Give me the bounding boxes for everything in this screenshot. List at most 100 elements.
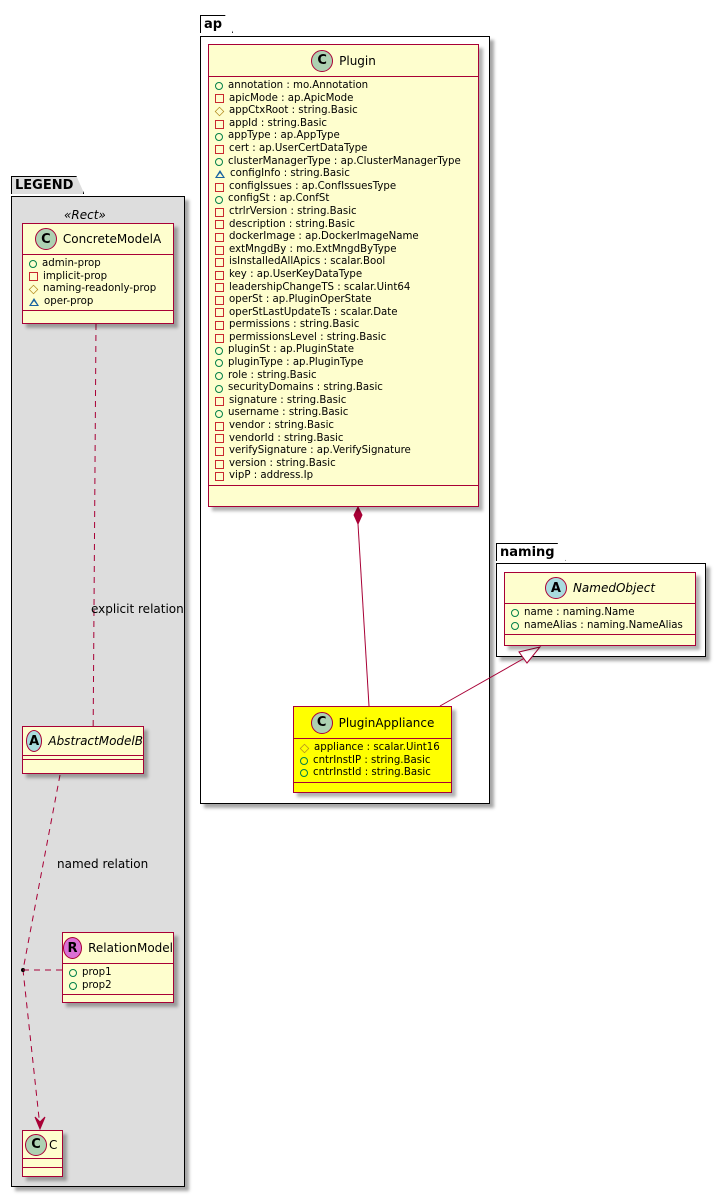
attribute-row: oper-prop bbox=[29, 296, 173, 309]
private-visibility-icon bbox=[215, 207, 224, 217]
class-c[interactable]: C C bbox=[22, 1130, 63, 1177]
attribute-row: configIssues : ap.ConfIssuesType bbox=[215, 181, 478, 194]
private-visibility-icon bbox=[29, 272, 38, 282]
attribute-list: annotation : mo.Annotation apicMode : ap.… bbox=[209, 77, 478, 486]
public-visibility-icon bbox=[215, 359, 223, 368]
attribute-row: clusterManagerType : ap.ClusterManagerTy… bbox=[215, 156, 478, 169]
attribute-text: oper-prop bbox=[44, 295, 94, 307]
private-visibility-icon bbox=[215, 459, 224, 469]
attribute-list bbox=[23, 1159, 62, 1168]
protected-visibility-icon bbox=[214, 106, 225, 117]
private-visibility-icon bbox=[215, 283, 224, 293]
private-visibility-icon bbox=[215, 258, 224, 268]
attribute-row: operSt : ap.PluginOperState bbox=[215, 294, 478, 307]
attribute-text: appliance : scalar.Uint16 bbox=[314, 742, 440, 753]
private-visibility-icon bbox=[215, 396, 224, 406]
attribute-row: annotation : mo.Annotation bbox=[215, 80, 478, 93]
public-visibility-icon bbox=[215, 371, 223, 380]
class-abstract-model-b[interactable]: A AbstractModelB bbox=[22, 726, 144, 774]
public-visibility-icon bbox=[300, 769, 308, 778]
attribute-text: vendor : string.Basic bbox=[229, 420, 335, 432]
attribute-text: version : string.Basic bbox=[229, 457, 336, 469]
class-name: NamedObject bbox=[572, 581, 656, 595]
attribute-text: isInstalledAllApics : scalar.Bool bbox=[229, 256, 386, 268]
public-visibility-icon bbox=[215, 409, 223, 418]
attribute-row: prop2 bbox=[69, 980, 173, 993]
private-visibility-icon bbox=[215, 232, 224, 242]
private-visibility-icon bbox=[215, 94, 224, 104]
attribute-text: vipP : address.Ip bbox=[229, 470, 314, 482]
attribute-row: naming-readonly-prop bbox=[28, 283, 173, 296]
attribute-text: pluginType : ap.PluginType bbox=[228, 357, 364, 369]
public-visibility-icon bbox=[215, 132, 223, 141]
package-visibility-icon bbox=[29, 298, 39, 307]
attribute-row: permissions : string.Basic bbox=[215, 319, 478, 332]
attribute-row: ctrlrVersion : string.Basic bbox=[215, 206, 478, 219]
class-name: PluginAppliance bbox=[338, 715, 435, 730]
public-visibility-icon bbox=[215, 157, 223, 166]
legend-stereotype: «Rect» bbox=[64, 208, 106, 222]
attribute-row: permissionsLevel : string.Basic bbox=[215, 332, 478, 345]
attribute-row: dockerImage : ap.DockerImageName bbox=[215, 231, 478, 244]
private-visibility-icon bbox=[215, 447, 224, 457]
attribute-text: vendorId : string.Basic bbox=[229, 432, 344, 444]
attribute-text: name : naming.Name bbox=[524, 607, 635, 618]
abstract-icon: A bbox=[26, 730, 43, 752]
class-name: ConcreteModelA bbox=[62, 232, 162, 246]
attribute-text: configSt : ap.ConfSt bbox=[228, 193, 330, 205]
attribute-text: appCtxRoot : string.Basic bbox=[229, 105, 358, 117]
attribute-row: isInstalledAllApics : scalar.Bool bbox=[215, 256, 478, 269]
attribute-row: securityDomains : string.Basic bbox=[215, 382, 478, 395]
attribute-text: permissionsLevel : string.Basic bbox=[229, 331, 387, 343]
private-visibility-icon bbox=[215, 245, 224, 255]
attribute-row: cntrInstId : string.Basic bbox=[300, 767, 451, 780]
attribute-text: pluginSt : ap.PluginState bbox=[228, 344, 354, 356]
class-plugin-appliance[interactable]: C PluginAppliance appliance : scalar.Uin… bbox=[293, 706, 452, 793]
class-name: C bbox=[49, 1137, 58, 1152]
package-visibility-icon bbox=[215, 170, 225, 179]
public-visibility-icon bbox=[215, 82, 223, 91]
legend-package bbox=[11, 196, 185, 1187]
attribute-text: verifySignature : ap.VerifySignature bbox=[229, 445, 411, 457]
ap-package-tab: ap bbox=[200, 15, 233, 33]
attribute-text: operStLastUpdateTs : scalar.Date bbox=[229, 306, 398, 318]
private-visibility-icon bbox=[215, 119, 224, 129]
public-visibility-icon bbox=[215, 195, 223, 204]
attribute-text: prop2 bbox=[82, 979, 112, 991]
attribute-row: prop1 bbox=[69, 967, 173, 980]
class-named-object[interactable]: A NamedObject name : naming.Name nameAlia… bbox=[504, 572, 696, 646]
attribute-text: cert : ap.UserCertDataType bbox=[229, 142, 368, 154]
class-icon: C bbox=[310, 711, 333, 734]
class-name: Plugin bbox=[339, 53, 376, 68]
legend-package-tab: LEGEND bbox=[11, 176, 84, 194]
relation-icon: R bbox=[63, 937, 83, 959]
private-visibility-icon bbox=[215, 472, 224, 482]
attribute-text: leadershipChangeTS : scalar.Uint64 bbox=[229, 281, 411, 293]
attribute-text: extMngdBy : mo.ExtMngdByType bbox=[229, 243, 397, 255]
attribute-row: appCtxRoot : string.Basic bbox=[214, 105, 478, 118]
attribute-text: ctrlrVersion : string.Basic bbox=[229, 205, 357, 217]
public-visibility-icon bbox=[29, 260, 37, 269]
attribute-row: nameAlias : naming.NameAlias bbox=[511, 620, 695, 633]
attribute-row: configSt : ap.ConfSt bbox=[215, 193, 478, 206]
attribute-text: permissions : string.Basic bbox=[229, 319, 360, 331]
attribute-text: role : string.Basic bbox=[228, 369, 317, 381]
class-name: AbstractModelB bbox=[48, 734, 143, 748]
abstract-icon: A bbox=[544, 577, 567, 599]
private-visibility-icon bbox=[215, 421, 224, 431]
public-visibility-icon bbox=[511, 609, 519, 618]
attribute-row: vipP : address.Ip bbox=[215, 470, 478, 483]
attribute-row: operStLastUpdateTs : scalar.Date bbox=[215, 307, 478, 320]
attribute-text: annotation : mo.Annotation bbox=[228, 80, 369, 91]
attribute-row: username : string.Basic bbox=[215, 407, 478, 420]
attribute-text: prop1 bbox=[82, 967, 112, 978]
public-visibility-icon bbox=[300, 756, 308, 765]
attribute-text: naming-readonly-prop bbox=[43, 283, 157, 295]
attribute-row: apicMode : ap.ApicMode bbox=[215, 93, 478, 106]
attribute-text: appId : string.Basic bbox=[229, 117, 328, 129]
